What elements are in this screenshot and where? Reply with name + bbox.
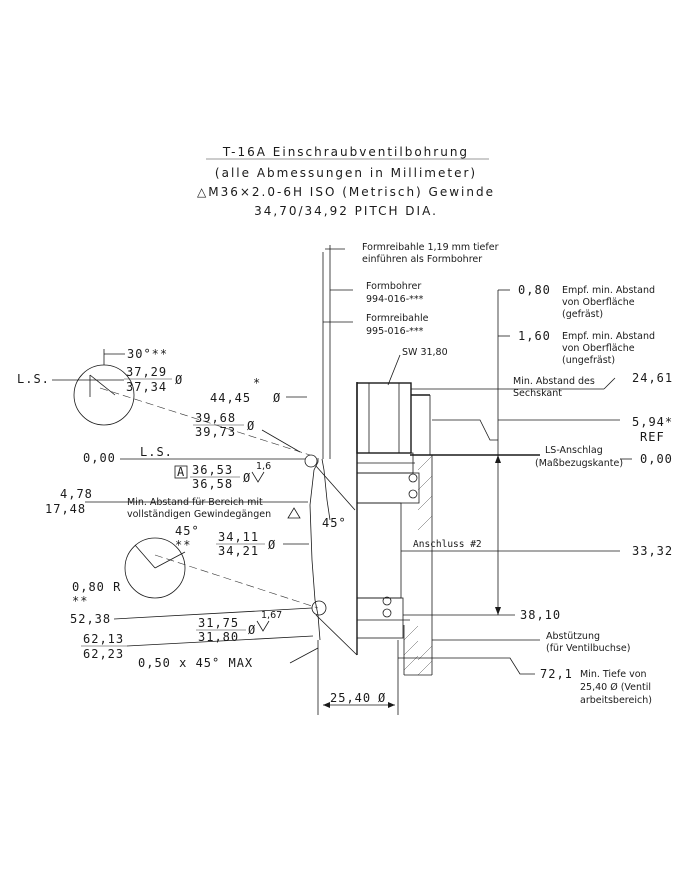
dim-ref: REF <box>640 430 665 444</box>
note-min-depth-1: Min. Tiefe von <box>580 669 647 680</box>
note-formbohrer-2: 994-016-*** <box>366 294 424 305</box>
drawing-subtitle-pitch: 34,70/34,92 PITCH DIA. <box>254 204 438 218</box>
note-formreibahle-1: Formreibahle 1,19 mm tiefer <box>362 242 499 253</box>
dim-0-00-left: 0,00 <box>83 451 116 465</box>
svg-text:Ø: Ø <box>243 471 251 485</box>
dim-25-40: 25,40 <box>330 691 371 705</box>
note-min-hex-2: Sechskant <box>513 388 562 399</box>
dim-38-10: 38,10 <box>520 608 561 622</box>
note-empf2-1: Empf. min. Abstand <box>562 331 655 342</box>
dim-36-53: 36,53 <box>192 463 233 477</box>
note-empf1-3: (gefräst) <box>562 309 603 320</box>
drawing-title: T-16A Einschraubventilbohrung <box>222 145 469 159</box>
dim-37-34: 37,34 <box>126 380 167 394</box>
left-dimensions: 30°** L.S. 37,29 37,34 Ø * 44,45 Ø 39,68… <box>17 347 395 708</box>
dim-4-78: 4,78 <box>60 487 93 501</box>
tol-1-67: 1,67 <box>261 610 282 621</box>
dim-33-32: 33,32 <box>632 544 673 558</box>
note-empf2-3: (ungefräst) <box>562 355 615 366</box>
datum-a: A <box>177 465 185 479</box>
note-formreibahle-2: einführen als Formbohrer <box>362 254 482 265</box>
dim-1-60: 1,60 <box>518 329 551 343</box>
dim-45-deg-b: 45° <box>322 516 347 530</box>
detail-circle-bottom <box>124 537 186 599</box>
dim-37-29: 37,29 <box>126 365 167 379</box>
note-support-1: Abstützung <box>546 631 600 642</box>
detail-circle-top <box>73 364 135 426</box>
right-notes: Formreibahle 1,19 mm tiefer einführen al… <box>323 242 673 706</box>
dim-17-48: 17,48 <box>45 502 86 516</box>
dim-31-75: 31,75 <box>198 616 239 630</box>
note-empf2-2: von Oberfläche <box>562 343 635 354</box>
dim-5-94: 5,94* <box>632 415 673 429</box>
min-thread-note-line2: vollständigen Gewindegängen <box>127 509 271 520</box>
note-datum-edge: (Maßbezugskante) <box>535 458 623 469</box>
svg-text:Ø: Ø <box>378 691 386 705</box>
svg-text:Ø: Ø <box>247 419 255 433</box>
note-empf1-1: Empf. min. Abstand <box>562 285 655 296</box>
dim-30-deg: 30°** <box>127 347 168 361</box>
dim-34-21: 34,21 <box>218 544 259 558</box>
label-ls-datum: L.S. <box>140 445 173 459</box>
svg-text:Ø: Ø <box>248 623 256 637</box>
svg-text:Ø: Ø <box>175 373 183 387</box>
dim-stars-a: ** <box>175 538 191 552</box>
dim-0-80-r: 0,80 R <box>72 580 121 594</box>
note-min-depth-3: arbeitsbereich) <box>580 695 652 706</box>
dim-34-11: 34,11 <box>218 530 259 544</box>
title-block: T-16A Einschraubventilbohrung (alle Abme… <box>197 145 495 218</box>
note-formreibahle-tool-1: Formreibahle <box>366 313 429 324</box>
dim-star-1: * <box>253 376 261 390</box>
dim-24-61: 24,61 <box>632 371 673 385</box>
dim-39-68: 39,68 <box>195 411 236 425</box>
dim-62-13: 62,13 <box>83 632 124 646</box>
note-min-hex-1: Min. Abstand des <box>513 376 595 387</box>
dim-0-80-right: 0,80 <box>518 283 551 297</box>
note-min-depth-2: 25,40 Ø (Ventil <box>580 682 651 693</box>
note-empf1-2: von Oberfläche <box>562 297 635 308</box>
dim-52-38: 52,38 <box>70 612 111 626</box>
dim-stars-b: ** <box>72 594 88 608</box>
note-formbohrer-1: Formbohrer <box>366 281 421 292</box>
note-formreibahle-tool-2: 995-016-*** <box>366 326 424 337</box>
label-ls-top: L.S. <box>17 372 50 386</box>
dim-45-deg-a: 45° <box>175 524 200 538</box>
tol-1-6: 1,6 <box>256 461 271 472</box>
svg-text:Ø: Ø <box>268 538 276 552</box>
dim-44-45: 44,45 <box>210 391 251 405</box>
svg-text:Ø: Ø <box>273 391 281 405</box>
min-thread-note-line1: Min. Abstand für Bereich mit <box>127 497 263 508</box>
dim-chamfer: 0,50 x 45° MAX <box>138 656 253 670</box>
note-support-2: (für Ventilbuchse) <box>546 643 630 654</box>
label-port-2: Anschluss #2 <box>413 539 482 550</box>
dim-39-73: 39,73 <box>195 425 236 439</box>
note-sw: SW 31,80 <box>402 347 448 358</box>
drawing-subtitle-thread: △M36×2.0-6H ISO (Metrisch) Gewinde <box>197 185 495 199</box>
dim-0-00-right: 0,00 <box>640 452 673 466</box>
dim-62-23: 62,23 <box>83 647 124 661</box>
hatch-region <box>403 455 433 676</box>
note-ls-stop: LS-Anschlag <box>545 445 603 456</box>
dim-72-1: 72,1 <box>540 667 573 681</box>
dim-36-58: 36,58 <box>192 477 233 491</box>
valve-body <box>356 382 540 676</box>
drawing-subtitle-units: (alle Abmessungen in Millimeter) <box>215 166 477 180</box>
